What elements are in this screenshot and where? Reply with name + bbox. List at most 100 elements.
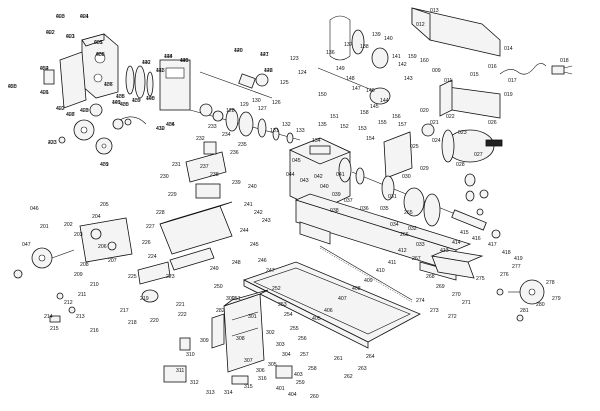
motor-mount-bracket xyxy=(439,79,501,119)
part-callout: 118 xyxy=(164,54,172,60)
part-callout: 003 xyxy=(56,14,65,20)
part-callout: 023 xyxy=(458,130,467,136)
part-callout: 315 xyxy=(244,384,253,390)
part-callout: 444 xyxy=(164,54,173,60)
part-callout: 045 xyxy=(292,158,301,164)
part-callout: 160 xyxy=(420,58,429,64)
part-callout: 144 xyxy=(380,98,389,104)
chip-tray xyxy=(242,261,421,349)
part-callout: 258 xyxy=(308,366,317,372)
part-callout: 416 xyxy=(472,236,481,242)
part-callout: 201 xyxy=(40,224,49,230)
part-callout: 401 xyxy=(276,386,285,392)
part-callout: 242 xyxy=(254,210,263,216)
part-callout: 039 xyxy=(332,192,341,198)
part-callout: 403 xyxy=(80,108,89,114)
part-callout: 040 xyxy=(320,184,329,190)
electrical-box xyxy=(211,289,269,373)
part-callout: 145 xyxy=(370,104,379,110)
gear-train-handwheels xyxy=(58,103,124,155)
part-callout: 222 xyxy=(178,312,187,318)
part-callout: 268 xyxy=(426,274,435,280)
part-callout: 404 xyxy=(288,392,297,398)
part-callout: 105 xyxy=(116,94,125,100)
part-callout: 278 xyxy=(546,280,555,286)
part-callout: 107 xyxy=(132,98,141,104)
part-callout: 262 xyxy=(344,374,353,380)
part-callout: 159 xyxy=(408,54,417,60)
part-callout: 216 xyxy=(90,328,99,334)
part-callout: 130 xyxy=(252,98,261,104)
part-callout: 037 xyxy=(344,198,353,204)
part-callout: 227 xyxy=(146,224,155,230)
part-callout: 134 xyxy=(312,138,321,144)
part-callout: 443 xyxy=(156,68,165,74)
part-callout: 421 xyxy=(80,14,89,20)
part-callout: 018 xyxy=(560,58,569,64)
belt-guard xyxy=(411,7,501,57)
part-callout: 240 xyxy=(248,184,257,190)
part-callout: 153 xyxy=(358,126,367,132)
part-callout: 109 xyxy=(112,100,121,106)
part-callout: 275 xyxy=(476,276,485,282)
part-callout: 052 xyxy=(40,66,49,72)
part-callout: 415 xyxy=(460,230,469,236)
part-callout: 446 xyxy=(234,48,243,54)
part-callout: 261 xyxy=(334,356,343,362)
part-callout: 248 xyxy=(232,260,241,266)
part-callout: 259 xyxy=(296,380,305,386)
part-callout: 129 xyxy=(240,102,249,108)
part-callout: 405 xyxy=(312,316,321,322)
tailstock-handwheel xyxy=(496,279,545,305)
part-callout: 437 xyxy=(104,82,113,88)
part-callout: 410 xyxy=(376,268,385,274)
part-callout: 131 xyxy=(270,128,279,134)
part-callout: 124 xyxy=(298,70,307,76)
gear-cover-box xyxy=(383,131,413,179)
part-callout: 021 xyxy=(430,120,439,126)
part-callout: 255 xyxy=(290,326,299,332)
part-callout: 414 xyxy=(452,240,461,246)
part-callout: 447 xyxy=(260,52,269,58)
part-callout: 305 xyxy=(268,362,277,368)
part-callout: 020 xyxy=(420,108,429,114)
part-callout: 274 xyxy=(416,298,425,304)
part-callout: 022 xyxy=(446,114,455,120)
part-callout: 035 xyxy=(380,206,389,212)
part-callout: 158 xyxy=(360,110,369,116)
part-callout: 136 xyxy=(326,50,335,56)
part-callout: 026 xyxy=(488,120,497,126)
part-callout: 142 xyxy=(398,62,407,68)
part-callout: 025 xyxy=(410,144,419,150)
part-callout: 405 xyxy=(120,102,129,108)
part-callout: 440 xyxy=(146,96,155,102)
part-callout: 301 xyxy=(248,314,257,320)
part-callout: 123 xyxy=(290,56,299,62)
part-callout: 424 xyxy=(40,66,49,72)
part-callout: 002 xyxy=(46,30,55,36)
part-callout: 401 xyxy=(40,90,49,96)
spindle-quill xyxy=(351,167,487,231)
part-callout: 029 xyxy=(420,166,429,172)
part-callout: 435 xyxy=(94,40,103,46)
part-callout: 407 xyxy=(66,112,75,118)
drive-belt xyxy=(317,15,391,105)
part-callout: 111 xyxy=(156,68,164,74)
part-callout: 229 xyxy=(168,192,177,198)
part-callout: 237 xyxy=(200,164,209,170)
part-callout: 028 xyxy=(456,162,465,168)
part-callout: 046 xyxy=(30,206,39,212)
part-callout: 430 xyxy=(120,102,129,108)
part-callout: 001 xyxy=(94,40,103,46)
part-callout: 127 xyxy=(258,106,267,112)
part-callout: 223 xyxy=(48,140,57,146)
part-callout: 152 xyxy=(340,124,349,130)
part-callout: 139 xyxy=(372,32,381,38)
part-callout: 253 xyxy=(278,302,287,308)
part-callout: 218 xyxy=(128,320,137,326)
part-callout: 220 xyxy=(150,318,159,324)
chuck-key-parts xyxy=(464,173,476,202)
part-callout: 038 xyxy=(330,208,339,214)
